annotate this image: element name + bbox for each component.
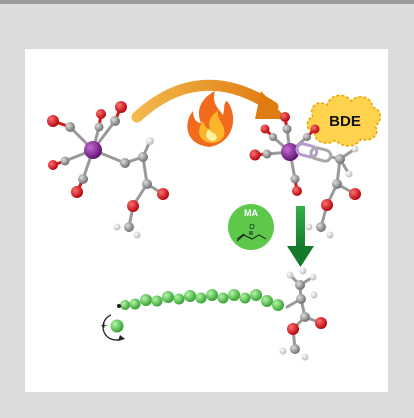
manganese-atom	[281, 143, 299, 161]
bond-dissociation-icon	[295, 142, 333, 163]
reaction-scheme: BDE	[47, 79, 381, 361]
reactant-molecule	[47, 101, 169, 239]
monomer-ma-circle: MA O	[228, 204, 274, 250]
bde-cloud: BDE	[306, 94, 381, 147]
graphical-abstract-panel: BDE	[25, 49, 388, 392]
image-frame: BDE	[0, 4, 414, 418]
cation-cycle-icon: +	[101, 314, 125, 341]
bde-label: BDE	[329, 113, 361, 130]
down-arrow-icon	[287, 206, 314, 267]
polymer-chain	[117, 267, 327, 361]
monomer-label: MA	[244, 208, 258, 218]
plus-sign: +	[101, 320, 107, 332]
curved-reaction-arrow-icon	[131, 79, 287, 123]
fire-icon	[187, 91, 234, 147]
manganese-atom	[84, 141, 102, 159]
top-bar	[0, 0, 414, 4]
dissociating-molecule	[249, 112, 361, 239]
polymer-beads	[120, 289, 284, 311]
monomer-oxygen-label: O	[249, 224, 255, 231]
